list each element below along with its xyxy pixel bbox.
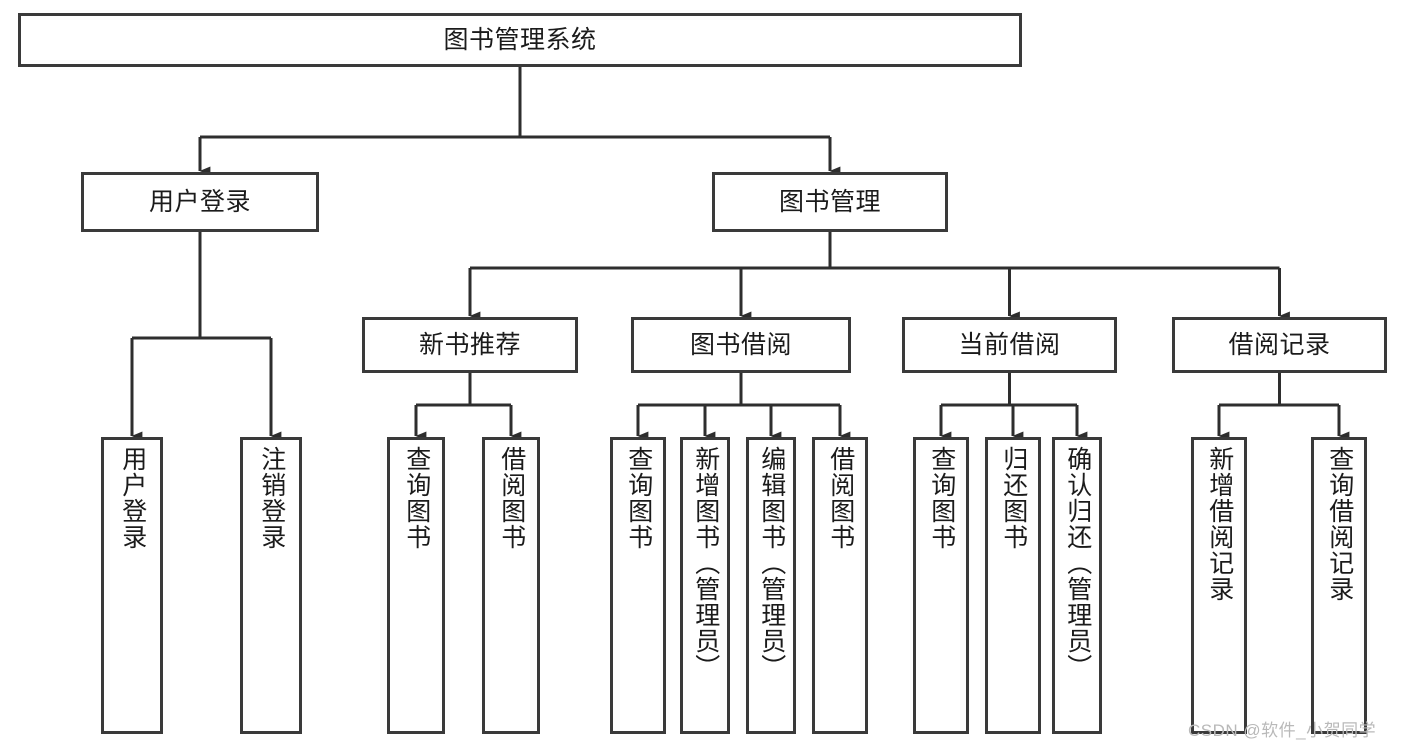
node-leaf-add-record[interactable]: 新增借阅记录 <box>1191 437 1247 734</box>
node-leaf-query-book-3-label: 查询图书 <box>927 446 956 550</box>
node-current-borrow[interactable]: 当前借阅 <box>902 317 1117 373</box>
node-leaf-add-book-label: 新增图书（管理员） <box>691 446 720 680</box>
node-leaf-query-book-3[interactable]: 查询图书 <box>913 437 969 734</box>
node-leaf-query-book-1-label: 查询图书 <box>402 446 431 550</box>
node-user-login[interactable]: 用户登录 <box>81 172 319 232</box>
node-new-book-recommend[interactable]: 新书推荐 <box>362 317 578 373</box>
node-root-label: 图书管理系统 <box>443 26 597 54</box>
node-leaf-add-book[interactable]: 新增图书（管理员） <box>680 437 730 734</box>
node-leaf-query-book-2-label: 查询图书 <box>624 446 653 550</box>
node-leaf-logout[interactable]: 注销登录 <box>240 437 302 734</box>
node-user-login-label: 用户登录 <box>148 188 251 216</box>
node-leaf-query-book-2[interactable]: 查询图书 <box>610 437 666 734</box>
node-leaf-query-book-1[interactable]: 查询图书 <box>387 437 445 734</box>
node-leaf-query-record-label: 查询借阅记录 <box>1325 446 1354 602</box>
node-book-manage-label: 图书管理 <box>778 188 881 216</box>
node-leaf-return-book[interactable]: 归还图书 <box>985 437 1041 734</box>
node-leaf-confirm-return[interactable]: 确认归还（管理员） <box>1052 437 1102 734</box>
node-leaf-edit-book[interactable]: 编辑图书（管理员） <box>746 437 796 734</box>
node-leaf-confirm-return-label: 确认归还（管理员） <box>1063 446 1092 680</box>
node-leaf-borrow-book-2[interactable]: 借阅图书 <box>812 437 868 734</box>
node-borrow-record[interactable]: 借阅记录 <box>1172 317 1387 373</box>
node-leaf-query-record[interactable]: 查询借阅记录 <box>1311 437 1367 734</box>
node-leaf-logout-label: 注销登录 <box>257 446 286 550</box>
node-book-borrow-label: 图书借阅 <box>689 331 792 359</box>
node-leaf-borrow-book-2-label: 借阅图书 <box>826 446 855 550</box>
node-leaf-borrow-book-1[interactable]: 借阅图书 <box>482 437 540 734</box>
node-leaf-user-login-label: 用户登录 <box>118 446 147 550</box>
node-current-borrow-label: 当前借阅 <box>958 331 1061 359</box>
node-borrow-record-label: 借阅记录 <box>1228 331 1331 359</box>
node-new-book-recommend-label: 新书推荐 <box>418 331 521 359</box>
node-leaf-edit-book-label: 编辑图书（管理员） <box>757 446 786 680</box>
node-book-manage[interactable]: 图书管理 <box>712 172 948 232</box>
edges-group <box>130 67 1350 441</box>
node-leaf-return-book-label: 归还图书 <box>999 446 1028 550</box>
node-root[interactable]: 图书管理系统 <box>18 13 1022 67</box>
node-leaf-add-record-label: 新增借阅记录 <box>1205 446 1234 602</box>
node-book-borrow[interactable]: 图书借阅 <box>631 317 851 373</box>
node-leaf-user-login[interactable]: 用户登录 <box>101 437 163 734</box>
watermark-text: CSDN @软件_小贺同学 <box>1188 721 1377 740</box>
node-leaf-borrow-book-1-label: 借阅图书 <box>497 446 526 550</box>
